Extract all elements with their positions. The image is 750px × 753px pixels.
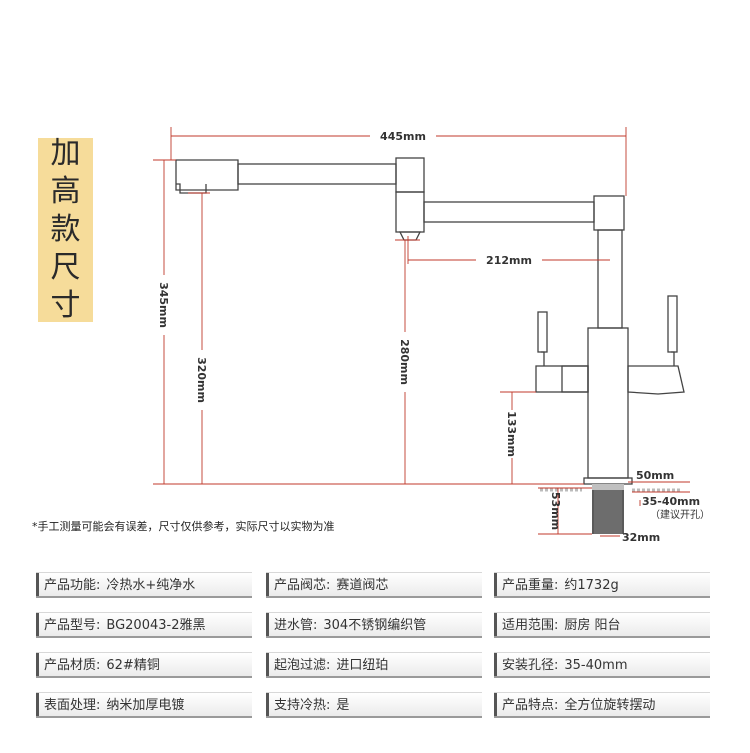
shank — [540, 484, 680, 534]
spec-row: 表面处理: 纳米加厚电镀 支持冷热: 是 产品特点: 全方位旋转摆动 — [36, 692, 712, 726]
label-spout-height: 320mm — [195, 357, 208, 403]
spec-key: 适用范围: — [502, 618, 559, 633]
label-hole-note: （建议开孔） — [650, 508, 710, 521]
spec-value: 是 — [336, 698, 350, 713]
spec-cell: 产品阀芯: 赛道阀芯 — [266, 572, 482, 598]
label-base-diameter: 50mm — [636, 469, 674, 482]
spec-value: 304不锈钢编织管 — [323, 618, 427, 633]
badge-char: 尺 — [50, 250, 81, 285]
measurement-note: *手工测量可能会有误差，尺寸仅供参考，实际尺寸以实物为准 — [32, 520, 335, 533]
label-outlet-height: 280mm — [398, 339, 411, 385]
spec-value: 赛道阀芯 — [336, 578, 389, 593]
spec-cell: 产品材质: 62#精铜 — [36, 652, 252, 678]
label-handle-height: 133mm — [505, 411, 518, 457]
spec-value: 62#精铜 — [106, 658, 160, 673]
spec-value: 厨房 阳台 — [564, 618, 621, 633]
faucet-outline — [175, 157, 685, 485]
spec-row: 产品功能: 冷热水+纯净水 产品阀芯: 赛道阀芯 产品重量: 约1732g — [36, 572, 712, 606]
spec-key: 起泡过滤: — [274, 658, 331, 673]
badge-char: 寸 — [50, 288, 81, 323]
spec-cell: 产品重量: 约1732g — [494, 572, 710, 598]
spec-table: 产品功能: 冷热水+纯净水 产品阀芯: 赛道阀芯 产品重量: 约1732g 产品型号:… — [36, 572, 712, 732]
spec-key: 进水管: — [274, 618, 318, 633]
spec-key: 产品重量: — [502, 578, 559, 593]
label-spout-reach: 212mm — [486, 254, 532, 267]
spec-value: 冷热水+纯净水 — [106, 578, 196, 593]
spec-key: 产品功能: — [44, 578, 101, 593]
spec-value: 约1732g — [564, 578, 619, 593]
spec-key: 支持冷热: — [274, 698, 331, 713]
spec-cell: 表面处理: 纳米加厚电镀 — [36, 692, 252, 718]
spec-value: 全方位旋转摆动 — [564, 698, 656, 713]
spec-key: 产品阀芯: — [274, 578, 331, 593]
spec-value: 纳米加厚电镀 — [106, 698, 185, 713]
spec-cell: 支持冷热: 是 — [266, 692, 482, 718]
spec-cell: 安装孔径: 35-40mm — [494, 652, 710, 678]
spec-value: BG20043-2雅黑 — [106, 618, 206, 633]
spec-cell: 产品型号: BG20043-2雅黑 — [36, 612, 252, 638]
spec-cell: 适用范围: 厨房 阳台 — [494, 612, 710, 638]
spec-value: 35-40mm — [564, 658, 628, 673]
label-hole-size: 35-40mm — [642, 495, 700, 508]
dimension-lines — [153, 127, 690, 537]
spec-cell: 产品功能: 冷热水+纯净水 — [36, 572, 252, 598]
badge-char: 加 — [50, 136, 81, 171]
spec-value: 进口纽珀 — [336, 658, 389, 673]
spec-key: 产品特点: — [502, 698, 559, 713]
label-shank-diameter: 32mm — [622, 531, 660, 544]
badge-char: 款 — [50, 212, 81, 247]
spec-key: 表面处理: — [44, 698, 101, 713]
spec-cell: 起泡过滤: 进口纽珀 — [266, 652, 482, 678]
label-total-height: 345mm — [157, 282, 170, 328]
spec-row: 产品材质: 62#精铜 起泡过滤: 进口纽珀 安装孔径: 35-40mm — [36, 652, 712, 686]
dimension-labels: 445mm 212mm 345mm 320mm 280mm 133mm 53mm… — [156, 128, 710, 544]
spec-cell: 进水管: 304不锈钢编织管 — [266, 612, 482, 638]
label-shank-length: 53mm — [549, 492, 562, 530]
size-badge: 加 高 款 尺 寸 — [38, 136, 93, 323]
badge-char: 高 — [50, 174, 81, 209]
faucet-dimension-drawing: 445mm 212mm 345mm 320mm 280mm 133mm 53mm… — [153, 127, 710, 544]
spec-cell: 产品特点: 全方位旋转摆动 — [494, 692, 710, 718]
spec-row: 产品型号: BG20043-2雅黑 进水管: 304不锈钢编织管 适用范围: 厨房 阳… — [36, 612, 712, 646]
label-total-width: 445mm — [380, 130, 426, 143]
spec-key: 安装孔径: — [502, 658, 559, 673]
spec-key: 产品材质: — [44, 658, 101, 673]
spec-key: 产品型号: — [44, 618, 101, 633]
